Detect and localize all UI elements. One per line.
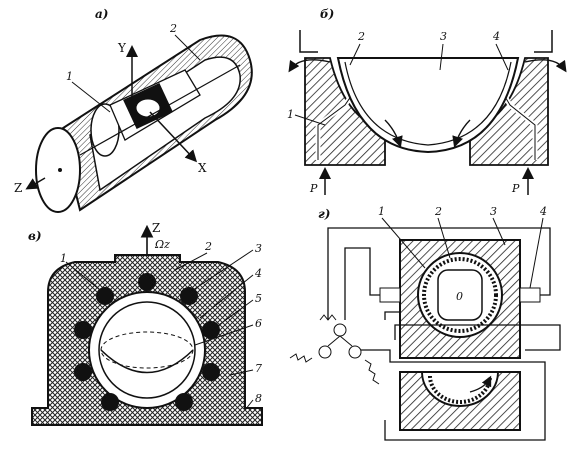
callout-g-4: 4 [539, 205, 547, 218]
callout-g-2: 2 [434, 205, 442, 218]
panel-g: г) 0 [289, 205, 561, 441]
callout-v-6: 6 [255, 317, 262, 330]
omega-z: Ωz [154, 238, 170, 251]
panel-v: в) Z Ωz 1 2 3 4 5 6 7 8 [28, 221, 263, 426]
callout-b-1: 1 [287, 108, 294, 121]
callout-a-1: 1 [66, 70, 73, 83]
callout-g-3: 3 [490, 205, 497, 218]
panel-v-label: в) [28, 229, 42, 243]
center-o: 0 [456, 290, 463, 303]
gyro-housing-v [31, 254, 263, 426]
axes-a: Y X Z [14, 41, 207, 195]
axis-x-label: X [198, 161, 207, 175]
panel-b-label: б) [320, 7, 334, 21]
callout-v-2: 2 [204, 240, 212, 253]
callout-a-2: 2 [169, 22, 177, 35]
stator-block-upper: 0 [399, 239, 521, 359]
float-hemisphere [336, 57, 520, 154]
coil-windings-v [74, 273, 220, 411]
callout-v-1: 1 [60, 252, 67, 265]
callout-v-7: 7 [255, 362, 262, 375]
three-phase-source [289, 314, 380, 385]
wiring [327, 227, 561, 441]
inner-float-gyro [79, 64, 241, 157]
callout-b-4: 4 [492, 30, 500, 43]
force-p-right: P [511, 182, 520, 195]
panel-a: а) Y X Z 1 2 [14, 7, 253, 213]
callout-g-1: 1 [378, 205, 385, 218]
panel-b: б) P P 1 2 3 4 [287, 7, 567, 195]
panel-g-label: г) [318, 207, 330, 221]
axis-z-label: Z [14, 181, 22, 195]
cylinder-housing [35, 34, 253, 213]
callout-b-2: 2 [357, 30, 365, 43]
axis-y-label: Y [117, 41, 127, 55]
callout-v-3: 3 [255, 242, 262, 255]
callout-v-5: 5 [255, 292, 262, 305]
axis-z-v: Z [152, 221, 160, 235]
callout-v-8: 8 [255, 392, 262, 405]
callout-v-4: 4 [254, 267, 262, 280]
callout-b-3: 3 [440, 30, 447, 43]
stator-block-lower [399, 371, 521, 431]
panel-a-label: а) [95, 7, 108, 21]
force-p-left: P [309, 182, 318, 195]
